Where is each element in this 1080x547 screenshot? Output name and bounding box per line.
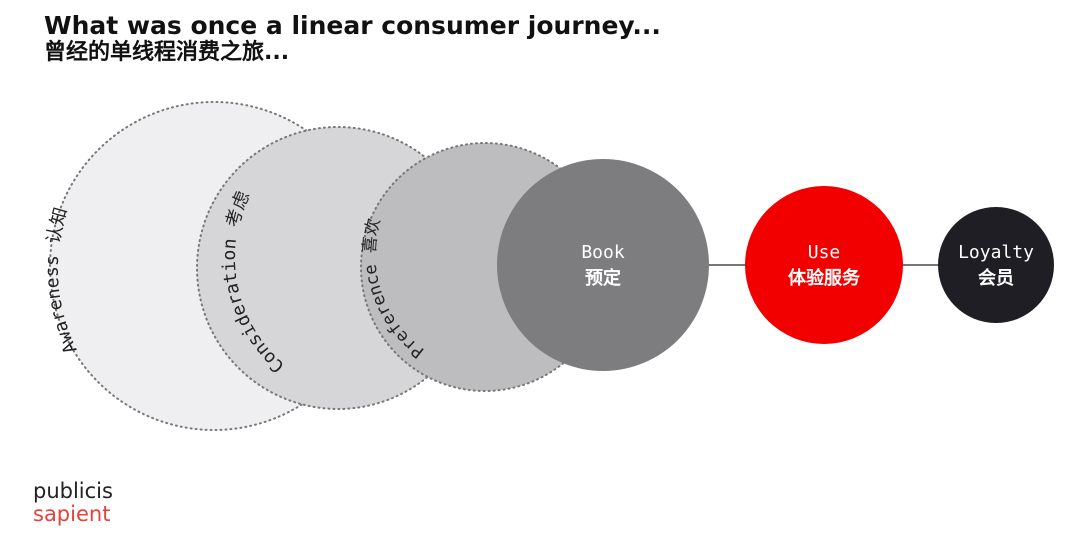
use-label-en: Use	[808, 242, 841, 263]
use-label-zh: 体验服务	[788, 267, 861, 289]
publicis-sapient-logo: publicis sapient	[33, 480, 113, 526]
logo-line-1: publicis	[33, 479, 113, 503]
book-circle	[497, 159, 709, 371]
logo-line-2: sapient	[33, 502, 111, 526]
page-subtitle: 曾经的单线程消费之旅...	[44, 40, 290, 65]
book-label-zh: 预定	[585, 267, 621, 289]
book-label-en: Book	[581, 242, 625, 263]
loyalty-circle	[938, 207, 1054, 323]
loyalty-label-en: Loyalty	[958, 242, 1034, 263]
page-title: What was once a linear consumer journey.…	[44, 11, 661, 40]
loyalty-label-zh: 会员	[978, 267, 1014, 289]
use-circle	[745, 186, 903, 344]
